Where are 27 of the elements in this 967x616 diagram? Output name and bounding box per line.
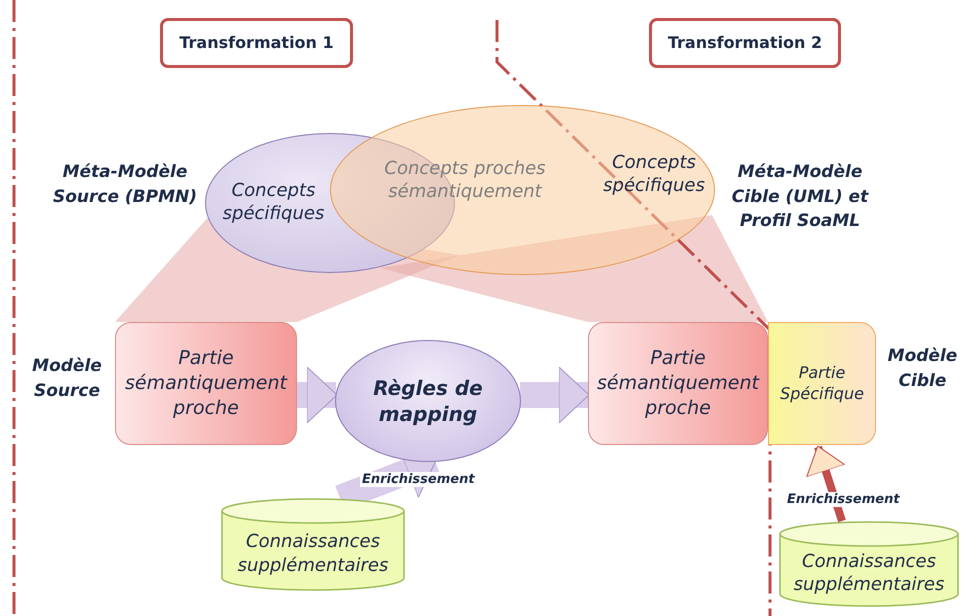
node-text: Partie sémantiquement proche — [596, 346, 760, 421]
title-box — [649, 18, 841, 68]
node-text: Règles de mapping — [372, 375, 484, 427]
model-label: Modèle Source — [31, 355, 103, 403]
arrow — [520, 366, 590, 424]
model-label: Méta-Modèle Cible (UML) et Profil SoaML — [730, 161, 870, 234]
knowledge-cylinder — [778, 520, 960, 608]
edge-label: Enrichissement — [785, 492, 902, 507]
model-part-box — [588, 322, 768, 445]
node-text: Transformation 2 — [668, 32, 822, 54]
node-text: Concepts spécifiques — [602, 151, 706, 198]
node-text: Partie sémantiquement proche — [124, 346, 288, 421]
overlap-text: Concepts proches sémantiquement — [383, 157, 547, 204]
knowledge-cylinder — [220, 497, 406, 592]
node-text: Connaissances supplémentaires — [236, 530, 390, 577]
model-part-box — [115, 322, 297, 445]
arrow — [806, 446, 846, 522]
model-label: Modèle Cible — [886, 345, 958, 393]
model-label: Méta-Modèle Source (BPMN) — [52, 161, 198, 209]
node-text: Connaissances supplémentaires — [792, 550, 946, 596]
edge-label: Enrichissement — [360, 472, 477, 487]
arrow — [297, 366, 338, 424]
title-box — [160, 18, 353, 68]
model-part-box — [768, 322, 876, 445]
node-text: Partie Spécifique — [779, 362, 865, 404]
node-text: Transformation 1 — [179, 32, 334, 54]
node-text: Concepts spécifiques — [222, 179, 326, 226]
